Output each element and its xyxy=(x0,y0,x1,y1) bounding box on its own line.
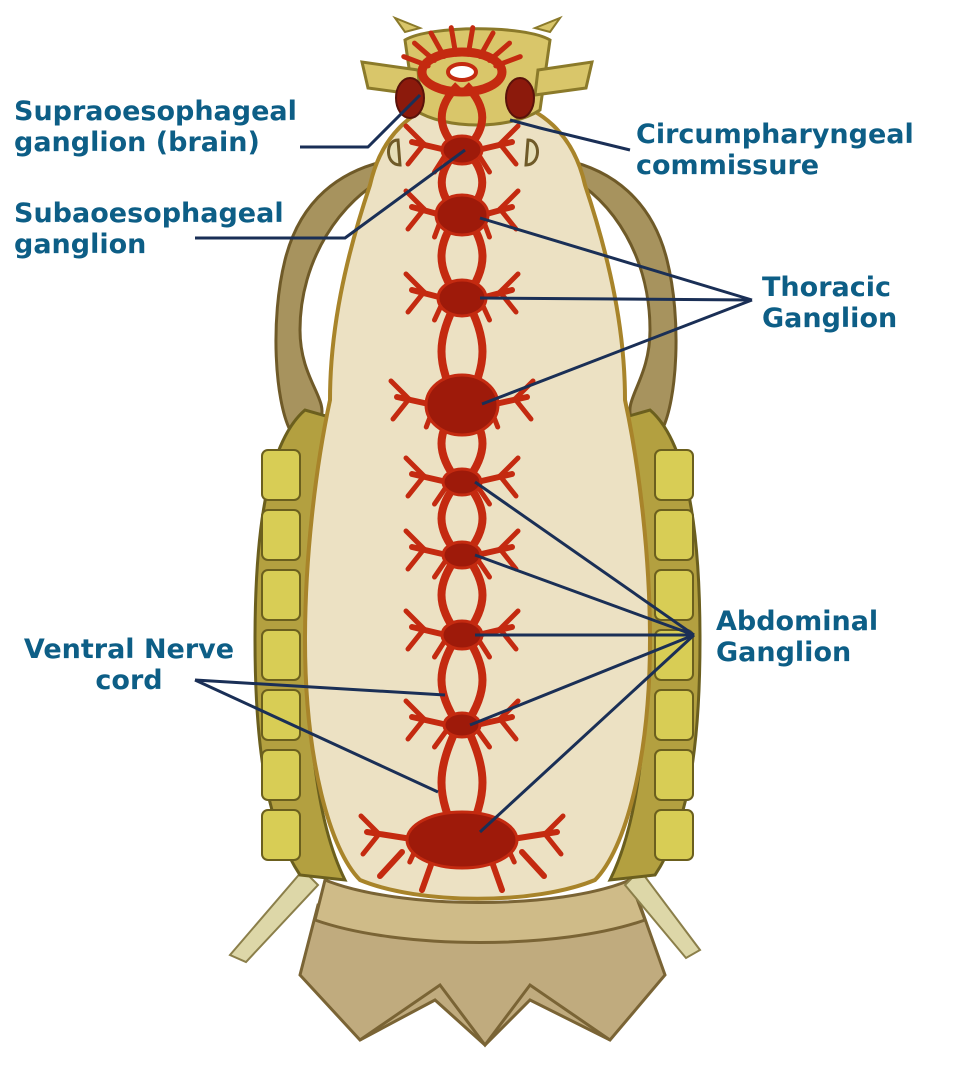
label-line: ganglion (brain) xyxy=(14,127,297,158)
pleura-plate-right xyxy=(655,690,693,740)
eye-left xyxy=(396,78,424,118)
cercus-left xyxy=(230,870,318,962)
mouthpart-right xyxy=(535,18,560,32)
pleura-plate-left xyxy=(262,510,300,560)
pleura-plate-right xyxy=(655,750,693,800)
label-line: commissure xyxy=(636,150,914,181)
pleura-plate-left xyxy=(262,450,300,500)
abdominal-ganglion xyxy=(444,713,480,737)
thoracic-ganglion xyxy=(438,280,486,316)
sub-ganglion xyxy=(442,136,482,164)
pleura-plate-right xyxy=(655,810,693,860)
label-line: Supraoesophageal xyxy=(14,96,297,127)
pleura-plate-left xyxy=(262,570,300,620)
leader-thoracic-ganglion xyxy=(480,298,752,300)
label-thoracic-ganglion: Thoracic Ganglion xyxy=(762,272,897,334)
pleura-plate-left xyxy=(262,750,300,800)
label-ventral-nerve-cord: Ventral Nerve cord xyxy=(14,634,244,696)
thoracic-ganglion xyxy=(436,195,488,235)
label-line: Circumpharyngeal xyxy=(636,119,914,150)
terminal-ganglion xyxy=(407,812,517,868)
oesophagus-opening xyxy=(448,64,476,80)
label-line: Ventral Nerve xyxy=(14,634,244,665)
pleura-plate-right xyxy=(655,510,693,560)
label-subaoesophageal-ganglion: Subaoesophageal ganglion xyxy=(14,198,284,260)
label-line: Ganglion xyxy=(716,637,878,668)
label-line: Thoracic xyxy=(762,272,897,303)
leg-stub-right xyxy=(526,140,538,165)
pleura-plate-left xyxy=(262,630,300,680)
pleura-plate-right xyxy=(655,450,693,500)
thoracic-ganglion xyxy=(426,375,498,435)
label-circumpharyngeal-commissure: Circumpharyngeal commissure xyxy=(636,119,914,181)
terminal-abdominal-segments xyxy=(300,880,665,1045)
label-line: Abdominal xyxy=(716,606,878,637)
label-line: Ganglion xyxy=(762,303,897,334)
label-line: cord xyxy=(14,665,244,696)
eye-right xyxy=(506,78,534,118)
label-line: Subaoesophageal xyxy=(14,198,284,229)
leg-stub-left xyxy=(388,140,400,165)
mouthpart-left xyxy=(395,18,420,32)
label-abdominal-ganglion: Abdominal Ganglion xyxy=(716,606,878,668)
label-supraoesophageal-ganglion: Supraoesophageal ganglion (brain) xyxy=(14,96,297,158)
pleura-plate-left xyxy=(262,810,300,860)
label-line: ganglion xyxy=(14,229,284,260)
